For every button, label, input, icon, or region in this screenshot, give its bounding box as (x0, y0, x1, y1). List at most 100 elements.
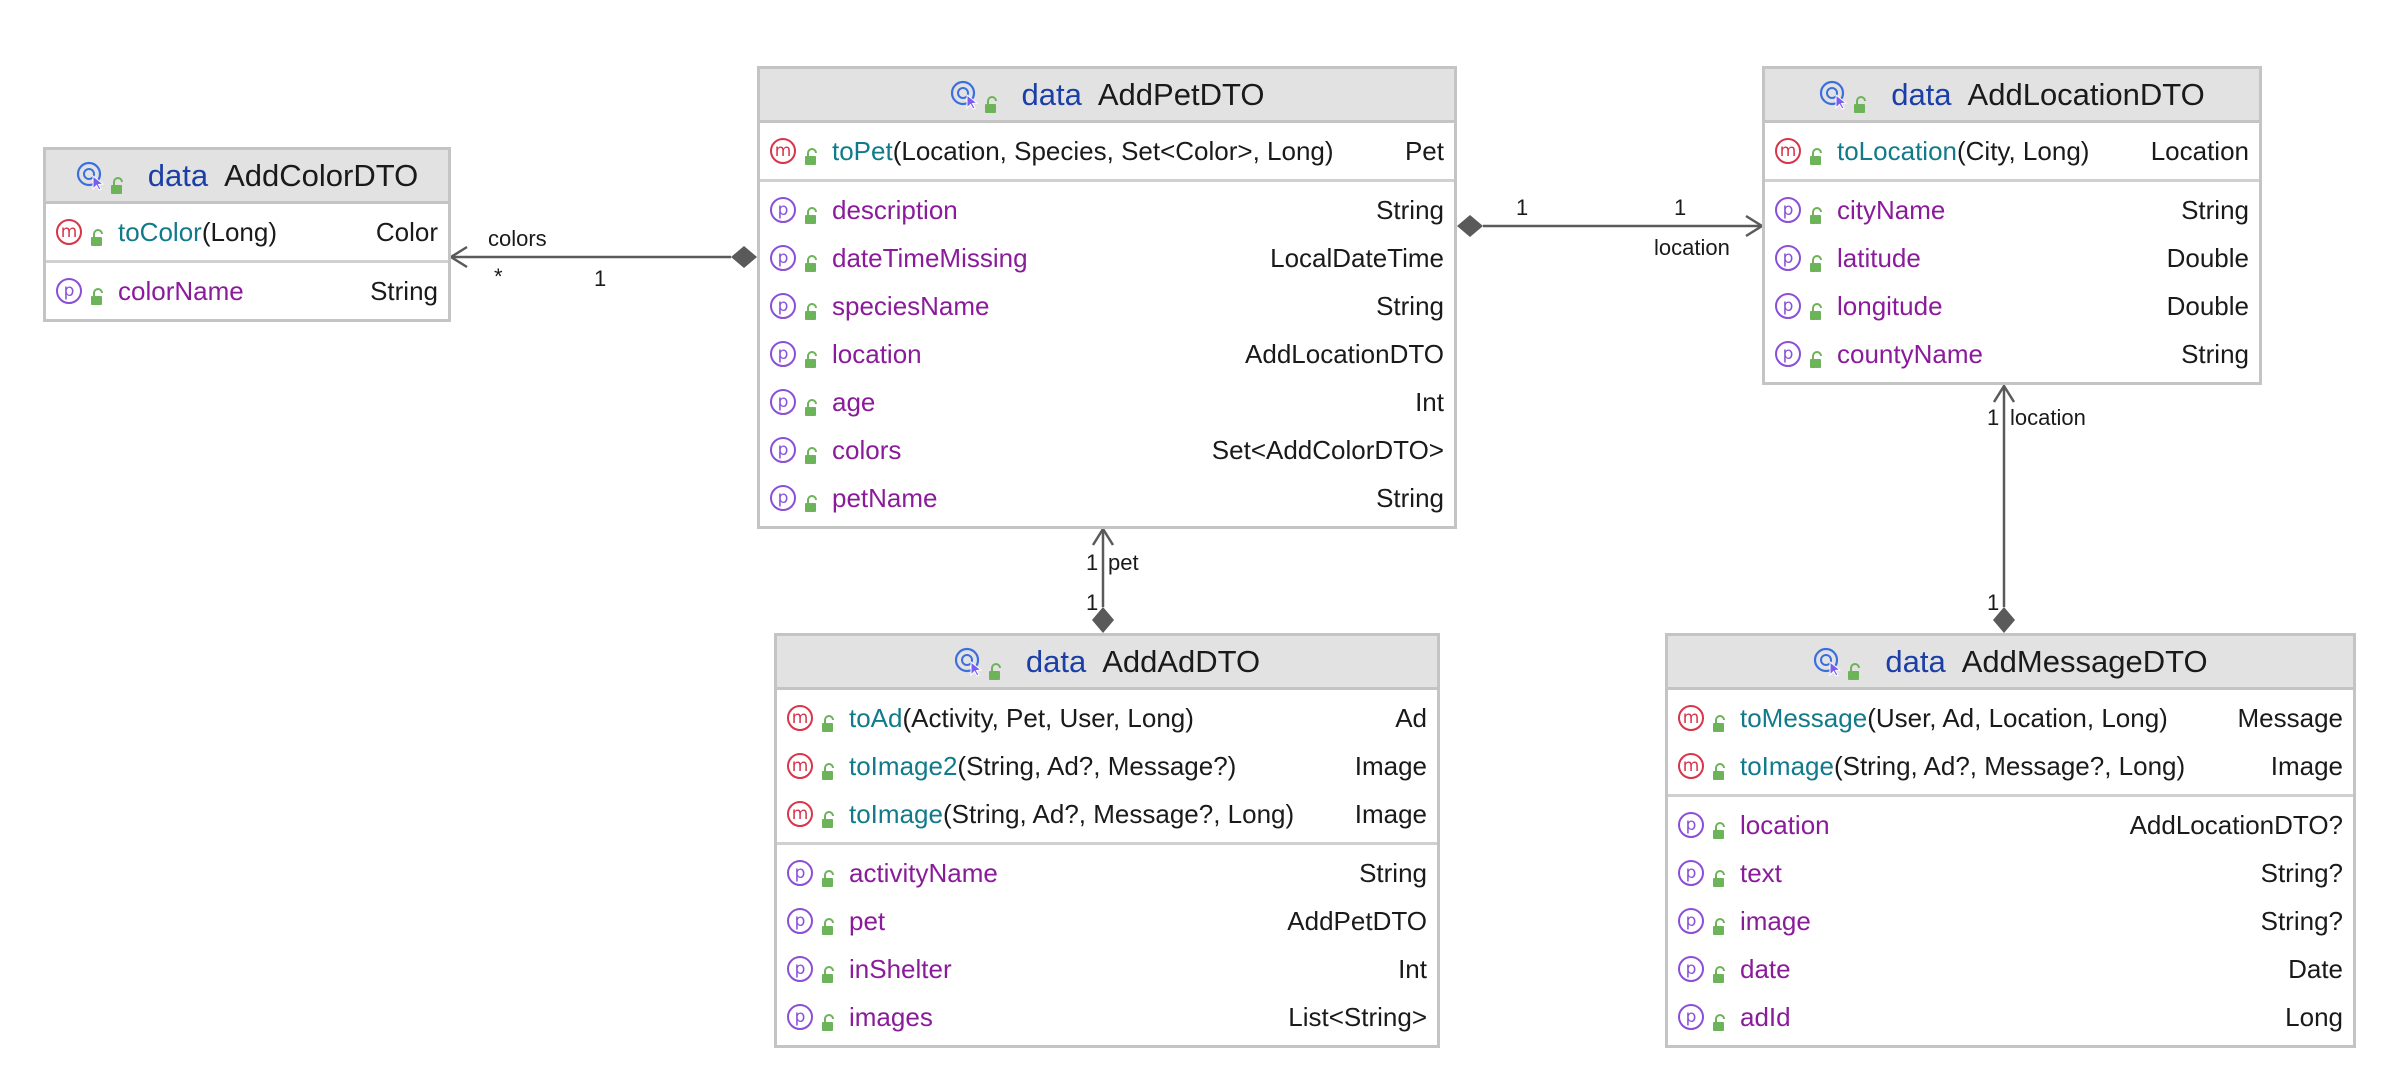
lock-open-icon (1712, 960, 1728, 983)
method-params: (User, Ad, Location, Long) (1867, 702, 2168, 733)
lock-open-icon (1712, 757, 1728, 780)
property-type: String? (2260, 905, 2343, 936)
method-name: toImage2 (849, 750, 958, 781)
edge-message-location-role-label: location (2010, 405, 2086, 430)
method-params: (City, Long) (1956, 135, 2090, 166)
lock-open-icon (90, 282, 106, 305)
edge-message-location-arrowhead (1992, 383, 2016, 403)
method-params: (String, Ad?, Message?) (957, 750, 1237, 781)
lock-open-icon (1809, 201, 1825, 224)
property-icon: p (1775, 293, 1801, 319)
method-params: (String, Ad?, Message?, Long) (1833, 750, 2186, 781)
property-icon: p (1775, 341, 1801, 367)
property-icon: p (1775, 197, 1801, 223)
class-name: AddColorDTO (224, 157, 419, 193)
class-icon (954, 647, 984, 677)
method-name: toMessage (1740, 702, 1868, 733)
property-icon: p (1678, 1004, 1704, 1030)
property-type: Date (2288, 953, 2343, 984)
lock-open-icon (90, 223, 106, 246)
method-icon: m (1678, 705, 1704, 731)
property-type: AddLocationDTO (1245, 338, 1444, 369)
property-icon: p (770, 389, 796, 415)
property-name: activityName (849, 857, 998, 888)
lock-open-icon (988, 653, 1004, 680)
edge-pet-arrowhead (1091, 526, 1115, 546)
lock-open-icon (1712, 912, 1728, 935)
lock-open-icon (1712, 709, 1728, 732)
property-type: AddLocationDTO? (2129, 809, 2343, 840)
lock-open-icon (1809, 142, 1825, 165)
property-name: location (832, 338, 922, 369)
property-name: location (1740, 809, 1830, 840)
lock-open-icon (821, 805, 837, 828)
method-icon: m (56, 219, 82, 245)
property-icon: p (787, 956, 813, 982)
method-name: toImage (1740, 750, 1834, 781)
property-icon: p (1775, 245, 1801, 271)
edge-pet-composition-diamond (1092, 607, 1114, 633)
property-name: text (1740, 857, 1782, 888)
edge-colors-target-multiplicity: * (494, 264, 503, 289)
property-icon: p (56, 278, 82, 304)
property-icon: p (770, 293, 796, 319)
edge-colors-composition-diamond (731, 246, 757, 268)
lock-open-icon (110, 167, 126, 194)
edge-pet-target-multiplicity: 1 (1086, 550, 1098, 575)
edge-pet-location-composition-diamond (1457, 215, 1483, 237)
method-icon: m (1678, 753, 1704, 779)
lock-open-icon (804, 142, 820, 165)
lock-open-icon (804, 489, 820, 512)
property-icon: p (770, 197, 796, 223)
property-name: latitude (1837, 242, 1921, 273)
property-icon: p (1678, 956, 1704, 982)
lock-open-icon (1809, 345, 1825, 368)
edge-pet-location-role-label: location (1654, 235, 1730, 260)
property-type: Double (2166, 290, 2249, 321)
edge-pet-location-source-multiplicity: 1 (1516, 195, 1528, 220)
class-icon (950, 80, 980, 110)
class-name: AddLocationDTO (1967, 76, 2205, 112)
method-return-type: Image (1354, 750, 1427, 781)
edge-pet-source-multiplicity: 1 (1086, 590, 1098, 615)
property-type: String (2181, 194, 2249, 225)
